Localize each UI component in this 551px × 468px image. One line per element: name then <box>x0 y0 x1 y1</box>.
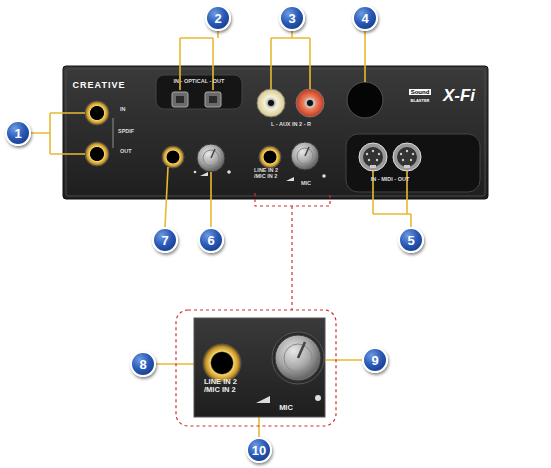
logo-text: BLASTER <box>411 99 430 103</box>
callout-number: 8 <box>130 351 156 377</box>
callout-number: 6 <box>198 227 224 253</box>
callout-number: 4 <box>352 5 378 31</box>
port-label: LINE IN 2 /MIC IN 2 <box>204 378 245 394</box>
callout-number: 7 <box>152 227 178 253</box>
port-label: LINE IN 2 /MIC IN 2 <box>254 168 284 180</box>
port-label: IN - MIDI - OUT <box>371 177 410 183</box>
port-label: MIC <box>301 181 311 187</box>
brand-text: CREATIVE <box>73 81 126 90</box>
port-label: MIC <box>279 404 293 412</box>
port-label: SPDIF <box>118 129 134 135</box>
port-label: L - AUX IN 2 - R <box>271 122 311 128</box>
port-label: IN - OPTICAL - OUT <box>174 79 225 85</box>
port-label: OUT <box>120 149 132 155</box>
callout-number: 9 <box>362 347 388 373</box>
callout-number: 3 <box>279 5 305 31</box>
logo-text: X-Fi <box>443 87 475 105</box>
callout-number: 2 <box>205 5 231 31</box>
callout-number: 5 <box>398 227 424 253</box>
callout-number: 10 <box>246 437 272 463</box>
logo-text: Sound <box>409 89 432 95</box>
callout-number: 1 <box>5 120 31 146</box>
port-label: IN <box>120 107 126 113</box>
